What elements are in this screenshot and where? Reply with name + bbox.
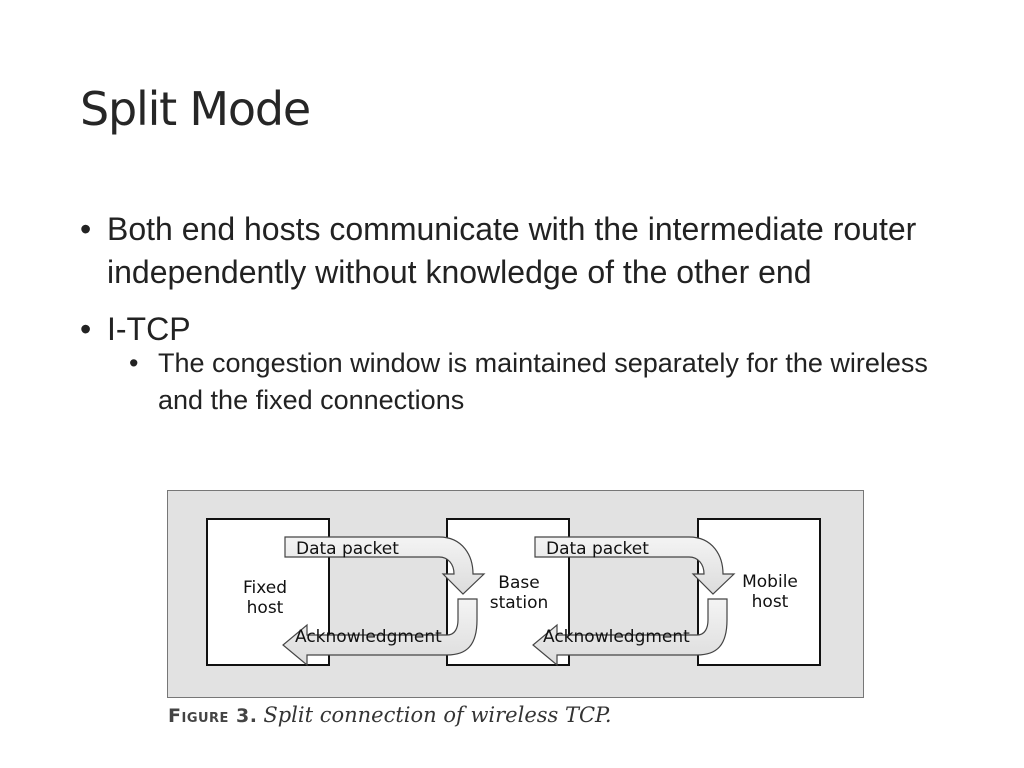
bullet-list: • Both end hosts communicate with the in… [80,208,980,419]
left-data-arrow [284,536,486,595]
right-ack-label: Acknowledgment [543,627,690,647]
bullet-icon: • [80,311,92,347]
mobile-host-label-line2: host [752,592,789,612]
figure-caption-text: Split connection of wireless TCP. [263,703,612,727]
left-data-label: Data packet [296,539,399,559]
fixed-host-label-line1: Fixed [243,578,287,598]
mobile-host-box [697,518,821,666]
bullet-text: Both end hosts communicate with the inte… [107,211,917,290]
bullet-item: • Both end hosts communicate with the in… [80,208,980,294]
sub-bullet-text: The congestion window is maintained sepa… [158,348,928,415]
base-station-label-line2: station [490,593,549,613]
right-data-label: Data packet [546,539,649,559]
sub-bullet-item: • The congestion window is maintained se… [129,345,980,419]
left-ack-arrow [282,598,478,667]
bullet-icon: • [80,211,92,247]
figure-caption: Figure 3. Split connection of wireless T… [168,703,612,728]
slide-title: Split Mode [80,82,311,136]
right-ack-arrow [532,598,728,667]
base-station-label-line1: Base [498,573,539,593]
mobile-host-label-line1: Mobile [742,572,798,592]
split-connection-diagram: Data packet Acknowledgment Data packet A… [167,490,864,698]
bullet-icon: • [129,348,139,378]
bullet-text: I-TCP [107,311,191,347]
left-ack-label: Acknowledgment [295,627,442,647]
right-data-arrow [534,536,736,595]
figure-caption-label: Figure 3. [168,705,258,727]
fixed-host-label-line2: host [247,598,284,618]
bullet-item: • I-TCP [80,308,980,351]
